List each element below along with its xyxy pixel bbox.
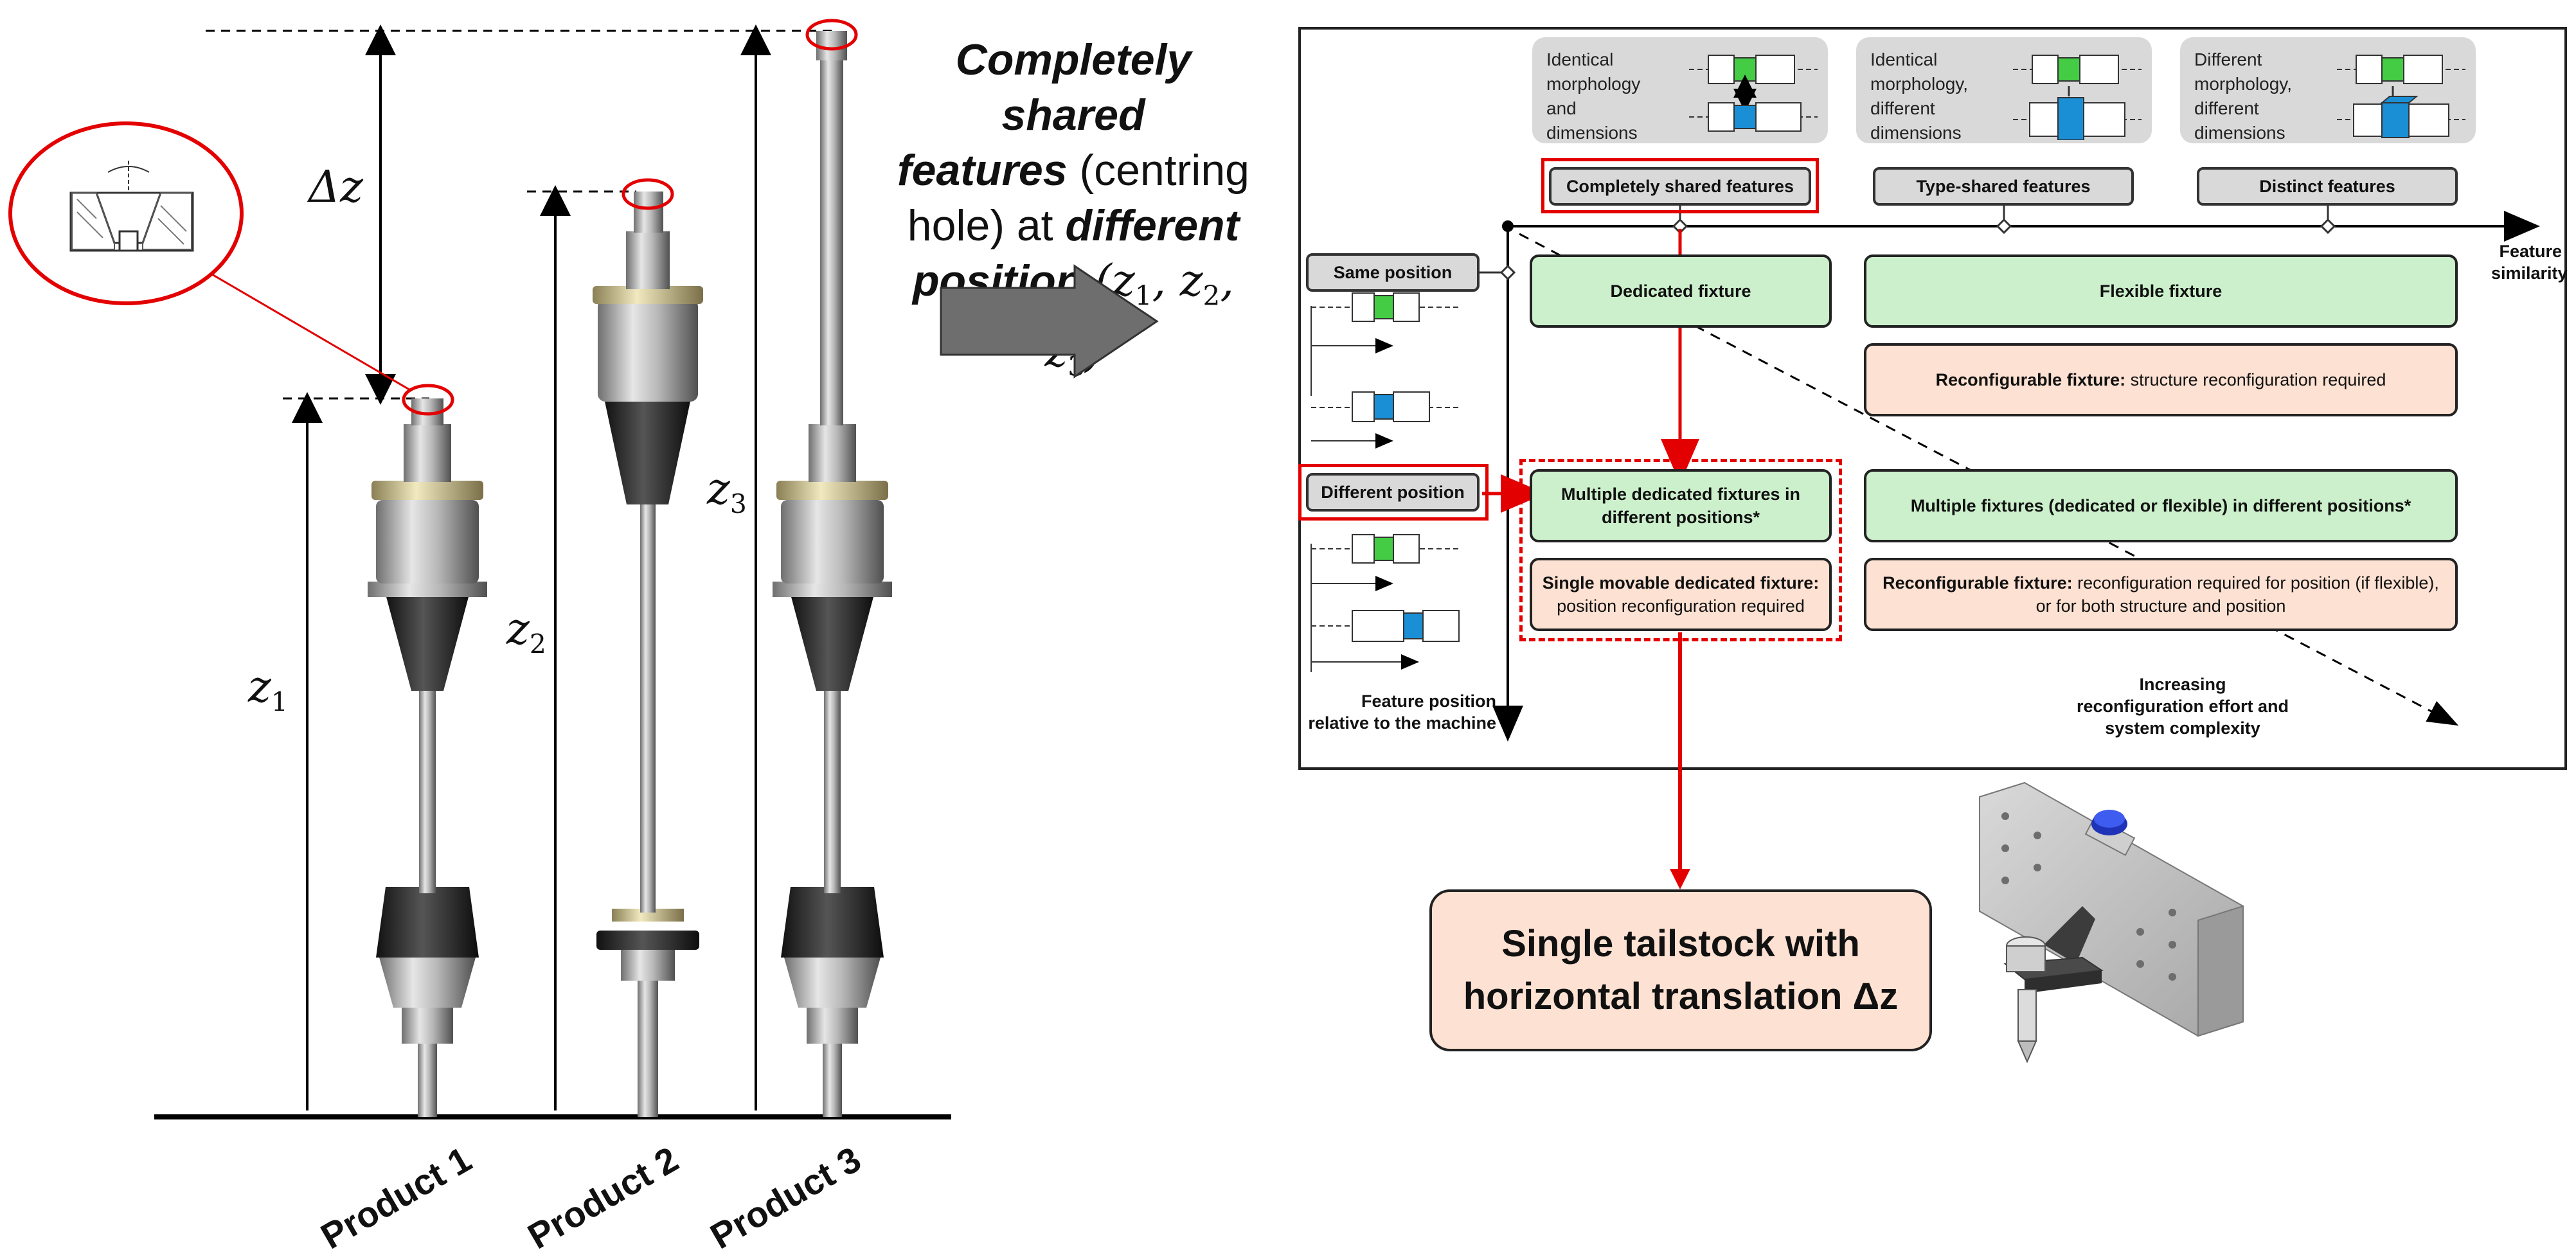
product-1-shaft — [368, 398, 487, 1117]
big-arrow — [940, 264, 1159, 379]
product-shafts-figure — [8, 19, 951, 1119]
row-different-position: Different position — [1306, 473, 1480, 512]
different-position-sketch — [1310, 534, 1462, 672]
centring-hole-highlight-3 — [805, 19, 858, 51]
result-line2: horizontal translation Δz — [1463, 976, 1899, 1017]
panel-identical-text: Identical morphology and dimensions — [1546, 49, 1641, 143]
feature-pair-icon-identical — [1689, 55, 1818, 132]
category-completely-shared: Completely shared features — [1549, 167, 1811, 206]
heading-line1: Completely shared — [955, 35, 1192, 139]
panel-distinct-text: Different morphology, different dimensio… — [2194, 49, 2293, 143]
highlight-completely-shared — [1541, 158, 1819, 213]
cell-dedicated-fixture: Dedicated fixture — [1530, 254, 1832, 328]
highlight-different-position-cells — [1519, 459, 1842, 641]
panel-identical: Identical morphology and dimensions — [1532, 37, 1828, 143]
tailstock-image — [1979, 781, 2244, 1064]
fixture-matrix: Identical morphology and dimensions Iden… — [1298, 27, 2568, 770]
panel-type-shared: Identical morphology, different dimensio… — [1856, 37, 2152, 143]
heading: Completely shared features (centring hol… — [887, 32, 1260, 394]
result-tailstock-box: Single tailstock with horizontal transla… — [1429, 889, 1932, 1051]
centring-hole-section-icon — [69, 161, 194, 252]
centring-hole-highlight-2 — [622, 178, 674, 210]
feature-similarity-label: Feature similarity — [2491, 242, 2568, 283]
cell-reconfigurable-position: Reconfigurable fixture: reconfiguration … — [1864, 558, 2458, 631]
feature-position-label: Feature position relative to the machine — [1308, 691, 1496, 733]
category-type-shared: Type-shared features — [1873, 167, 2134, 206]
heading-line2-rest: (centring — [1067, 146, 1250, 195]
centring-hole-highlight-1 — [402, 384, 454, 416]
heading-line3-rest: hole) at — [907, 201, 1066, 250]
cell-multiple-flexible: Multiple fixtures (dedicated or flexible… — [1864, 469, 2458, 542]
callout-leader-line — [204, 269, 412, 392]
result-arrow — [1670, 632, 1690, 889]
same-position-sketch — [1310, 292, 1462, 449]
feature-pair-icon-type-shared — [2013, 55, 2142, 140]
result-line1: Single tailstock with — [1501, 923, 1860, 965]
cell-multiple-dedicated: Multiple dedicated fixtures in different… — [1530, 469, 1832, 542]
product-2-shaft — [593, 192, 703, 1117]
cell-flexible-fixture: Flexible fixture — [1864, 254, 2458, 328]
highlight-different-position — [1298, 464, 1489, 521]
z2-label: z2 — [506, 604, 546, 660]
panel-distinct: Different morphology, different dimensio… — [2180, 37, 2476, 143]
product-3-shaft — [773, 31, 892, 1117]
z1-label: z1 — [248, 662, 288, 718]
row-same-position: Same position — [1306, 253, 1480, 292]
diagonal-label: Increasing reconfiguration effort and sy… — [2077, 675, 2289, 738]
delta-z-label: Δz — [309, 162, 363, 213]
category-distinct: Distinct features — [2197, 167, 2458, 206]
feature-pair-icon-distinct — [2337, 55, 2465, 138]
heading-line3-bold: different — [1065, 201, 1240, 250]
heading-line2-bold: features — [897, 146, 1068, 195]
panel-type-shared-text: Identical morphology, different dimensio… — [1870, 49, 1969, 143]
cell-reconfigurable-structure: Reconfigurable fixture: structure reconf… — [1864, 343, 2458, 416]
cell-single-movable: Single movable dedicated fixture: positi… — [1530, 558, 1832, 631]
z3-label: z3 — [707, 464, 747, 520]
